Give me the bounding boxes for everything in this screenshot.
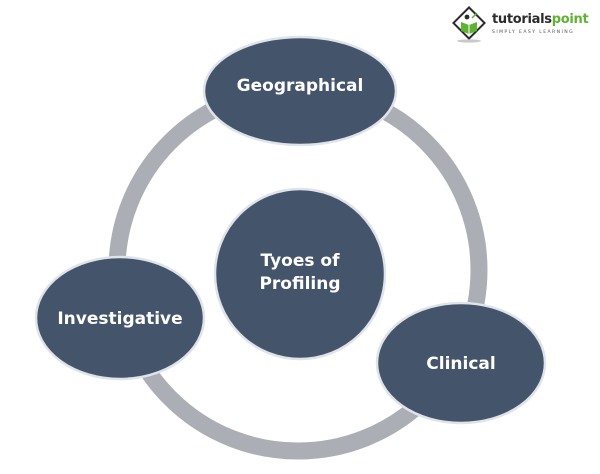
node-geographical: Geographical: [202, 35, 398, 147]
node-clinical: Clinical: [375, 301, 547, 425]
logo-name-part2: point: [551, 12, 589, 27]
node-investigative-label: Investigative: [57, 309, 182, 329]
node-clinical-label: Clinical: [426, 354, 495, 374]
logo-wordmark: tutorialspoint: [492, 12, 589, 27]
center-node: Tyoes of Profiling: [213, 187, 387, 361]
logo-tagline: SIMPLY EASY LEARNING: [492, 30, 575, 35]
node-investigative: Investigative: [34, 255, 206, 381]
center-label-line2: Profiling: [259, 274, 340, 294]
tutorialspoint-logo: tutorialspoint SIMPLY EASY LEARNING: [450, 6, 595, 46]
center-label-line1: Tyoes of: [261, 251, 341, 271]
logo-name-part1: tutorials: [492, 12, 552, 27]
node-geographical-label: Geographical: [237, 76, 364, 96]
book-diamond-icon: [452, 6, 486, 43]
